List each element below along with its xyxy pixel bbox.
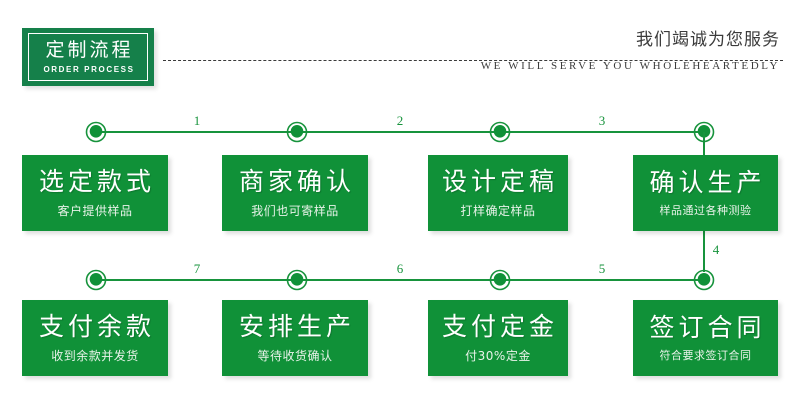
step-card-subtitle: 付30%定金 (465, 348, 531, 363)
step-node-icon (286, 121, 308, 143)
step-card-subtitle: 等待收货确认 (257, 348, 333, 363)
step-card-title: 选定款式 (38, 166, 155, 196)
step-node-icon (286, 269, 308, 291)
header-slogan: 我们竭诚为您服务 WE WILL SERVE YOU WHOLEHEARTEDL… (450, 30, 780, 72)
row2-segment-number-5: 5 (598, 261, 606, 276)
row1-segment-number-1: 1 (193, 113, 201, 128)
row2-node-5[interactable] (489, 269, 511, 291)
step-card-subtitle: 收到余款并发货 (51, 348, 139, 363)
step-card-title: 安排生产 (238, 311, 355, 341)
step-card-title: 设计定稿 (441, 166, 558, 196)
step-card-2[interactable]: 商家确认 我们也可寄样品 (222, 155, 368, 231)
order-process-badge-frame: 定制流程 ORDER PROCESS (28, 33, 148, 81)
step-card-subtitle: 我们也可寄样品 (251, 203, 339, 218)
step-card-subtitle: 打样确定样品 (460, 203, 536, 218)
row2-segment-number-6: 6 (396, 261, 404, 276)
row2-rail (96, 279, 704, 281)
row2-segment-number-7: 7 (193, 261, 201, 276)
step-card-title: 确认生产 (649, 167, 766, 197)
step-card-subtitle: 样品通过各种测验 (659, 204, 752, 218)
step-card-3[interactable]: 设计定稿 打样确定样品 (428, 155, 568, 231)
badge-title-cn: 定制流程 (45, 38, 134, 61)
step-card-6[interactable]: 安排生产 等待收货确认 (222, 300, 368, 376)
dashed-divider-icon (163, 60, 783, 61)
row1-node-2[interactable] (286, 121, 308, 143)
step-node-icon (489, 121, 511, 143)
step-card-title: 支付定金 (441, 311, 558, 341)
step-card-7[interactable]: 支付余款 收到余款并发货 (22, 300, 168, 376)
row1-node-1[interactable] (85, 121, 107, 143)
step-card-title: 支付余款 (38, 311, 155, 341)
order-process-badge: 定制流程 ORDER PROCESS (22, 28, 154, 86)
step-node-icon (85, 269, 107, 291)
row1-segment-number-2: 2 (396, 113, 404, 128)
vertical-connector-number: 4 (712, 242, 720, 257)
step-node-icon (693, 269, 715, 291)
row2-node-4[interactable] (693, 269, 715, 291)
step-card-title: 签订合同 (649, 312, 766, 342)
step-card-subtitle: 客户提供样品 (57, 203, 133, 218)
row1-segment-number-3: 3 (598, 113, 606, 128)
step-card-subtitle: 符合要求签订合同 (659, 349, 752, 363)
step-node-icon (489, 269, 511, 291)
row2-node-6[interactable] (286, 269, 308, 291)
step-card-title: 商家确认 (238, 166, 355, 196)
step-card-1[interactable]: 选定款式 客户提供样品 (22, 155, 168, 231)
step-card-4-bottom[interactable]: 签订合同 符合要求签订合同 (633, 300, 778, 376)
step-card-4[interactable]: 确认生产 样品通过各种测验 (633, 155, 778, 231)
badge-title-en: ORDER PROCESS (43, 65, 135, 75)
row1-node-3[interactable] (489, 121, 511, 143)
step-node-icon (85, 121, 107, 143)
slogan-en: WE WILL SERVE YOU WHOLEHEARTEDLY (480, 60, 780, 73)
step-card-5[interactable]: 支付定金 付30%定金 (428, 300, 568, 376)
row1-rail (96, 131, 704, 133)
slogan-cn: 我们竭诚为您服务 (636, 30, 780, 50)
row2-node-7[interactable] (85, 269, 107, 291)
